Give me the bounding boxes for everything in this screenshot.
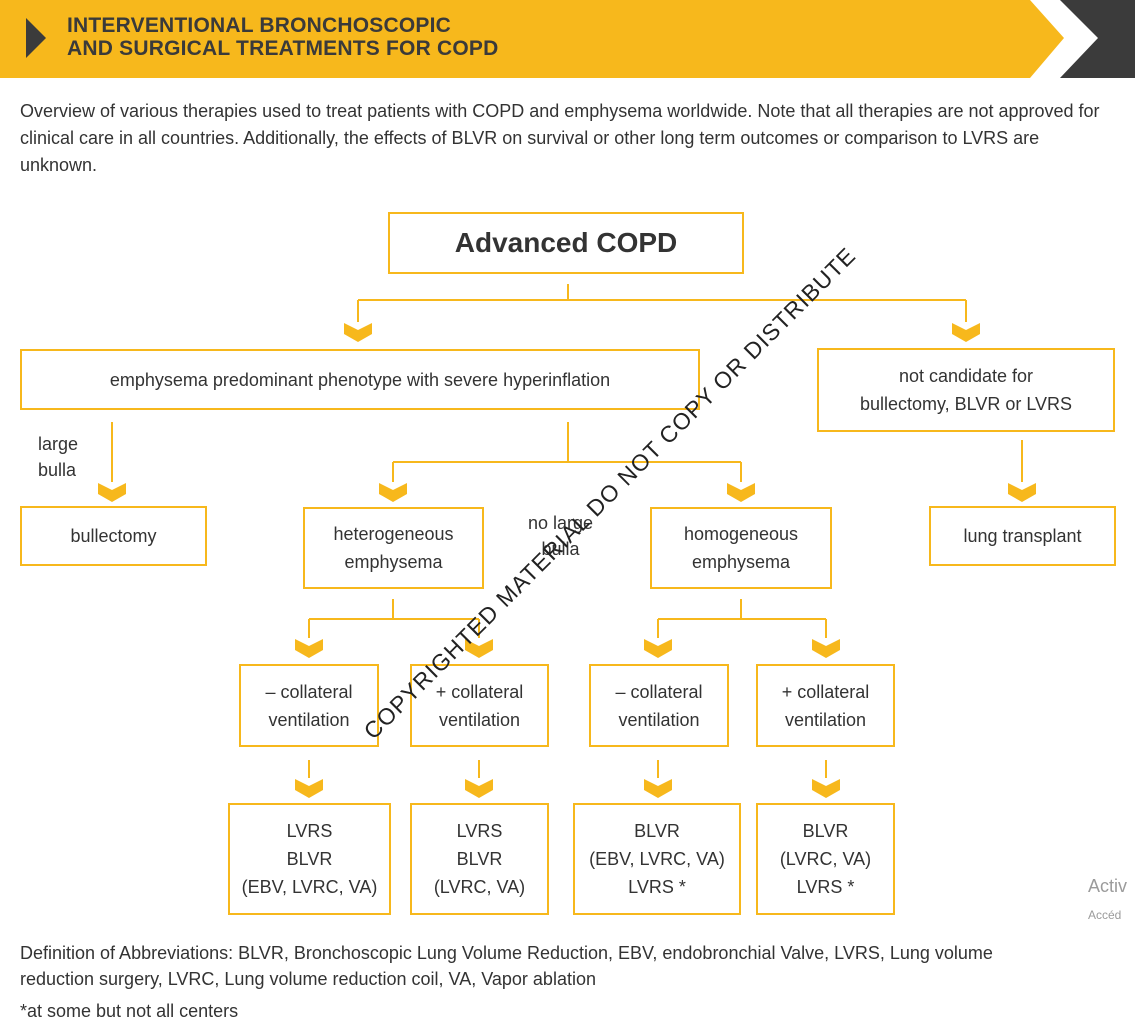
arrow-down-icon [295,779,323,798]
node-hom-plus-collateral: + collateral ventilation [756,664,895,747]
footnote: *at some but not all centers [20,1001,239,1021]
banner-shape [0,0,1135,78]
arrow-down-icon [465,639,493,658]
chevron-right-icon [26,18,46,58]
node-het-minus-collateral: – collateral ventilation [239,664,379,747]
arrow-down-icon [1008,483,1036,502]
label-no-large-bulla: no large bulla [528,513,594,559]
title-line-1: INTERVENTIONAL BRONCHOSCOPIC [67,14,452,37]
activation-text: Activ [1088,876,1128,896]
node-outcome-hom-minus: BLVR (EBV, LVRC, VA) LVRS * [573,803,741,915]
arrow-down-icon [727,483,755,502]
title-line-2: AND SURGICAL TREATMENTS FOR COPD [67,37,499,60]
arrow-down-icon [379,483,407,502]
node-bullectomy: bullectomy [20,506,207,566]
label-large-bulla: large bulla [38,434,79,480]
node-outcome-het-plus: LVRS BLVR (LVRC, VA) [410,803,549,915]
activation-subtext: Accéd [1088,908,1122,922]
node-heterogeneous-emphysema: heterogeneous emphysema [303,507,484,589]
node-lung-transplant: lung transplant [929,506,1116,566]
arrow-down-icon [98,483,126,502]
intro-paragraph: Overview of various therapies used to tr… [20,101,1100,175]
abbreviations-definition: Definition of Abbreviations: BLVR, Bronc… [20,943,993,989]
node-advanced-copd: Advanced COPD [388,212,744,274]
arrow-down-icon [344,323,372,342]
header-banner: INTERVENTIONAL BRONCHOSCOPIC AND SURGICA… [0,0,1135,78]
node-het-plus-collateral: + collateral ventilation [410,664,549,747]
arrow-down-icon [644,779,672,798]
node-homogeneous-emphysema: homogeneous emphysema [650,507,832,589]
node-not-candidate: not candidate for bullectomy, BLVR or LV… [817,348,1115,432]
arrow-down-icon [465,779,493,798]
arrow-down-icon [812,639,840,658]
node-outcome-het-minus: LVRS BLVR (EBV, LVRC, VA) [228,803,391,915]
arrow-down-icon [952,323,980,342]
node-hom-minus-collateral: – collateral ventilation [589,664,729,747]
arrow-down-icon [644,639,672,658]
node-emphysema-phenotype: emphysema predominant phenotype with sev… [20,349,700,410]
node-outcome-hom-plus: BLVR (LVRC, VA) LVRS * [756,803,895,915]
page-title: INTERVENTIONAL BRONCHOSCOPIC AND SURGICA… [67,14,498,60]
arrow-down-icon [295,639,323,658]
arrow-down-icon [812,779,840,798]
